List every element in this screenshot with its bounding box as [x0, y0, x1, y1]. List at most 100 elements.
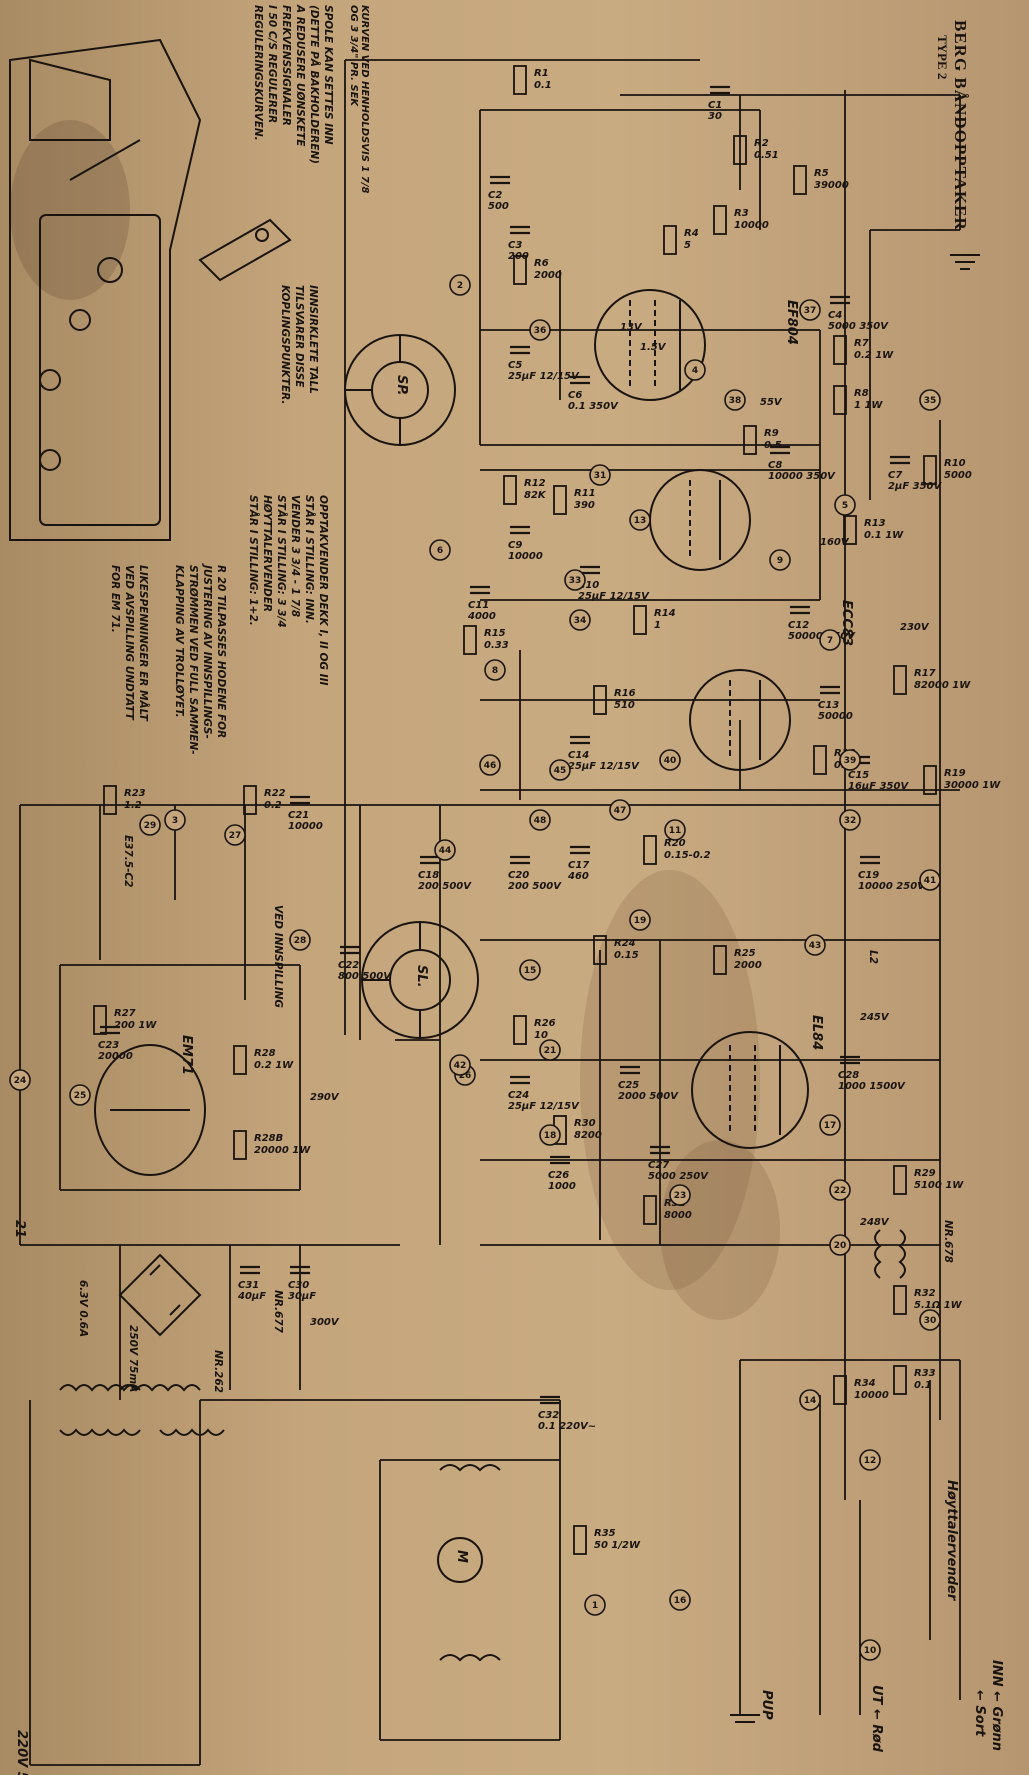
resistor-ref: R11	[574, 488, 596, 499]
connection-point-ring	[819, 1114, 841, 1136]
capacitor-ref: C3	[508, 240, 522, 251]
connection-point-ring	[449, 1054, 471, 1076]
capacitor-value: 30	[708, 111, 722, 122]
resistor-ref: R10	[944, 458, 966, 469]
capacitor-ref: C27	[648, 1160, 669, 1171]
connection-point-number: 9	[777, 556, 783, 566]
connection-point-number: 47	[614, 806, 627, 816]
resistor-value: 1 1W	[854, 400, 883, 411]
note-line: STÅR I STILLING: 3 3/4	[275, 495, 287, 628]
resistor-value: 82000 1W	[914, 680, 971, 691]
resistor-ref: R20	[664, 838, 686, 849]
resistor-ref: R22	[264, 788, 286, 799]
connection-point-number: 20	[834, 1241, 847, 1251]
resistor-value: 0.2	[264, 800, 282, 811]
power-transformer	[59, 1384, 225, 1436]
misc-label: E37.5-C2	[122, 835, 134, 888]
tube-el84	[691, 1031, 809, 1149]
connection-point: 40	[659, 749, 681, 771]
connection-point-number: 38	[729, 396, 742, 406]
connection-point: 19	[629, 909, 651, 931]
tube-ecc83-b	[689, 669, 791, 771]
capacitor-value: 200 500V	[418, 881, 472, 892]
capacitor-ref: C8	[768, 460, 782, 471]
connection-point-ring	[919, 869, 941, 891]
note-line: OPPTAKVENDER DEKK I, II OG III	[317, 495, 329, 686]
note-line: (DETTE PÅ BAKHOLDEREN)	[308, 5, 320, 164]
misc-label: NR.678	[942, 1220, 954, 1263]
capacitor-value: 10000	[288, 821, 323, 832]
capacitor-ref: C13	[818, 700, 839, 711]
connection-point: 44	[434, 839, 456, 861]
connection-point-ring	[224, 824, 246, 846]
resistor-value: 0.2 1W	[254, 1060, 294, 1071]
voltage-label: 290V	[310, 1092, 340, 1103]
note-line: VED AVSPILLING UNDTATT	[123, 565, 135, 720]
connection-point-number: 39	[844, 756, 857, 766]
capacitor-ref: C6	[568, 390, 582, 401]
resistor-ref: R15	[484, 628, 506, 639]
resistor-body	[233, 1130, 247, 1160]
note-line: INNSIRKLETE TALL	[307, 285, 319, 394]
page-number: 21	[10, 1220, 28, 1238]
resistor-ref: R27	[114, 1008, 136, 1019]
resistor-value: 50 1/2W	[594, 1540, 641, 1551]
misc-label: L2	[867, 950, 879, 964]
connection-point: 42	[449, 1054, 471, 1076]
connection-point: 17	[819, 1114, 841, 1136]
connection-point-number: 43	[809, 941, 822, 951]
connection-point: 22	[829, 1179, 851, 1201]
resistor-value: 8200	[574, 1130, 602, 1141]
note-line: A REDUSERE UØNSKETE	[294, 5, 306, 147]
resistor-ref: R1	[534, 68, 549, 79]
connection-point-ring	[799, 1389, 821, 1411]
resistor-ref: R29	[914, 1168, 936, 1179]
terminal-labels: Høyttalervender	[942, 1480, 960, 1600]
head-label: SL.	[412, 965, 430, 988]
resistor-value: 0.1 1W	[864, 530, 904, 541]
connection-point-ring	[519, 959, 541, 981]
capacitor-value: 25μF 12/15V	[578, 591, 650, 602]
connection-point: 29	[139, 814, 161, 836]
connection-point-number: 13	[634, 516, 647, 526]
connection-point-number: 40	[664, 756, 677, 766]
connection-point-number: 23	[674, 1191, 687, 1201]
note-line: HØYTTALERVENDER	[261, 495, 273, 613]
note-line: FOR EM 71.	[109, 565, 121, 633]
misc-label: SL.	[414, 965, 429, 988]
connection-point-number: 24	[14, 1076, 27, 1086]
connection-point: 35	[919, 389, 941, 411]
subtitle-text: TYPE 2	[935, 35, 950, 80]
resistor-value: 1	[654, 620, 661, 631]
terminal-labels: PUP	[757, 1690, 775, 1720]
terminal-labels: UT ← Rød	[867, 1685, 885, 1752]
misc-label: 250V 75mA	[127, 1325, 139, 1393]
recording-label: VED INNSPILLING	[271, 905, 285, 1008]
diagram-title: BERG BÅNDOPPTAKER	[950, 20, 970, 231]
resistor-ref: R23	[124, 788, 146, 799]
resistor-body	[893, 1285, 907, 1315]
capacitor-ref: C4	[828, 310, 842, 321]
note-line: REGULERINGSKURVEN.	[252, 5, 264, 141]
capacitor-value: 0.1 350V	[568, 401, 619, 412]
connection-point-ring	[539, 1039, 561, 1061]
connection-point-number: 44	[439, 846, 452, 856]
resistor-body	[733, 135, 747, 165]
connection-point: 47	[609, 799, 631, 821]
resistor-ref: R16	[614, 688, 636, 699]
connection-point-ring	[769, 549, 791, 571]
connection-point: 4	[684, 359, 706, 381]
connection-point-number: 27	[229, 831, 242, 841]
note-line: VENDER 3 3/4 - 1 7/8	[289, 495, 301, 618]
